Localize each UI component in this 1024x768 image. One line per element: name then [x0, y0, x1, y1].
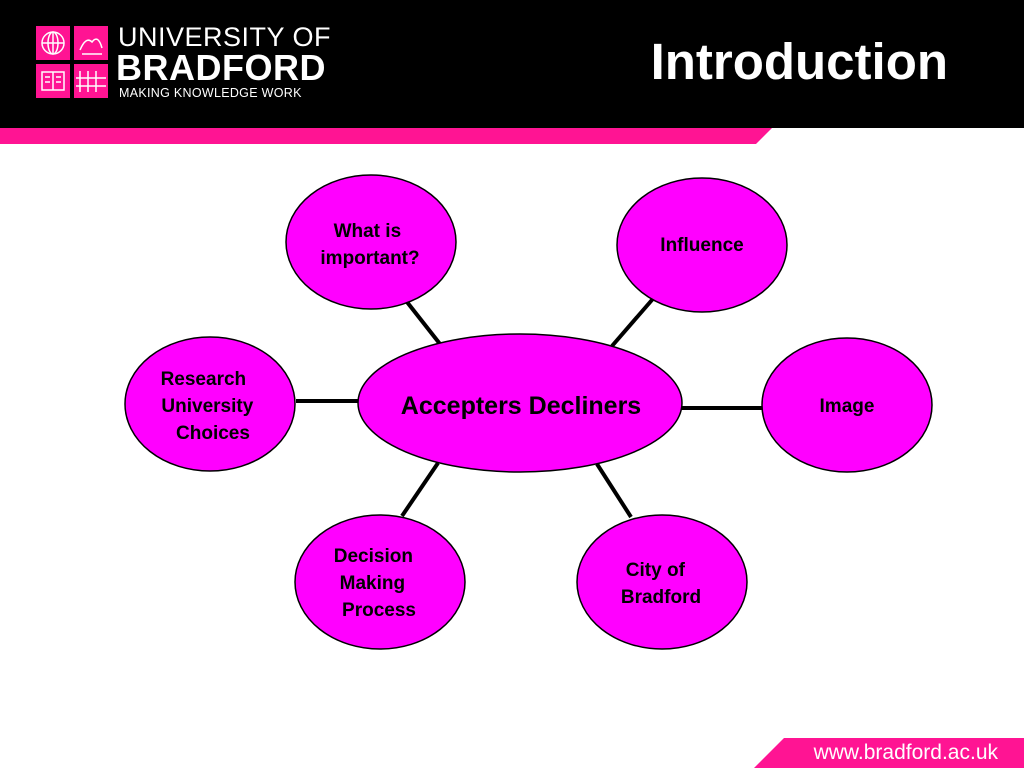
node-decision-making-process-line: Decision [334, 546, 413, 567]
connector-influence [610, 291, 660, 348]
node-decision-making-process [294, 514, 466, 650]
node-influence-line: Influence [660, 235, 743, 256]
footer-url-link[interactable]: www.bradford.ac.uk [813, 741, 998, 764]
node-research-university-choices-line: Research [161, 369, 247, 390]
node-research-university-choices-line: University [161, 396, 253, 417]
node-city-of-bradford-line: Bradford [621, 587, 701, 608]
node-what-is-important [285, 174, 457, 310]
header-bar [0, 0, 1024, 128]
connector-city-of-bradford [595, 462, 633, 519]
university-name-line2: BRADFORD [116, 47, 326, 88]
node-center-label: Accepters Decliners [401, 392, 641, 420]
node-image [761, 337, 933, 473]
node-city-of-bradford [576, 514, 748, 650]
page-title: Introduction [650, 33, 948, 90]
node-decision-making-process-line: Process [342, 600, 416, 621]
footer-pink-band [754, 738, 1024, 768]
header-pink-stripe [0, 128, 772, 144]
node-center [357, 333, 683, 473]
node-image-label: Image [820, 396, 875, 417]
connector-decision-making-process [400, 461, 440, 518]
node-decision-making-process-label: Decision Making Process [334, 546, 418, 621]
node-research-university-choices-label: Research University Choices [161, 369, 259, 444]
university-name-line1: UNIVERSITY OF [118, 22, 332, 52]
node-research-university-choices-line: Choices [176, 423, 250, 444]
node-research-university-choices [124, 336, 296, 472]
node-decision-making-process-line: Making [340, 573, 405, 594]
node-influence-label: Influence [660, 235, 743, 256]
node-what-is-important-line: important? [320, 248, 419, 269]
university-tagline: MAKING KNOWLEDGE WORK [119, 86, 302, 100]
node-what-is-important-label: What is important? [320, 221, 419, 269]
node-image-line: Image [820, 396, 875, 417]
node-city-of-bradford-line: City of [626, 560, 686, 581]
node-what-is-important-line: What is [334, 221, 402, 242]
connector-what-is-important [405, 300, 442, 346]
university-crest-icon [36, 26, 108, 98]
node-influence [616, 177, 788, 313]
node-city-of-bradford-label: City of Bradford [621, 560, 701, 608]
